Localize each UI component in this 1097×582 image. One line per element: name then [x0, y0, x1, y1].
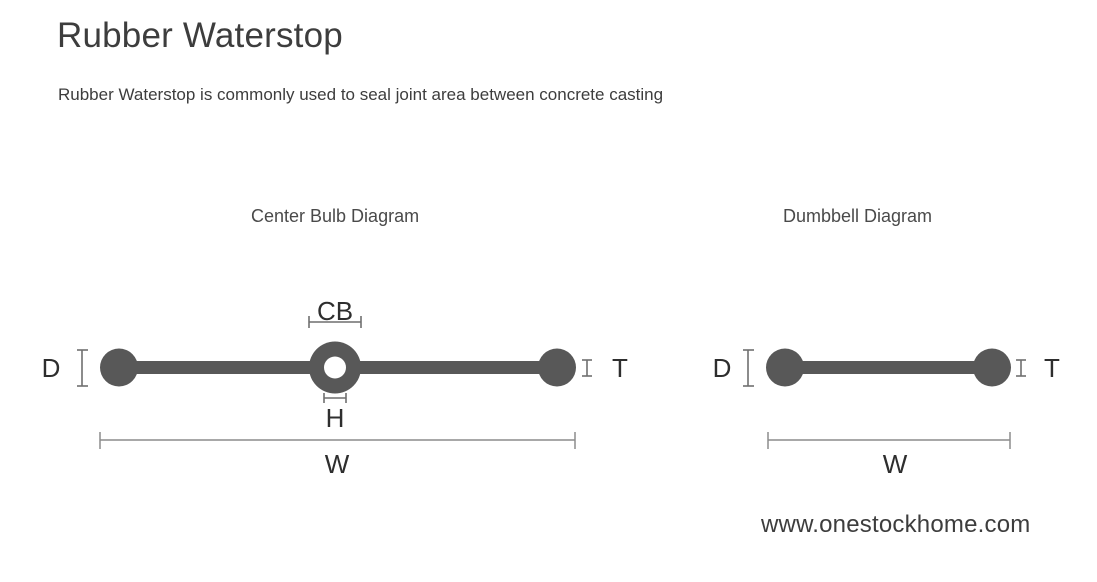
dimension-cb-label: CB [317, 296, 353, 326]
center-bulb-diagram-caption: Center Bulb Diagram [251, 206, 420, 226]
dimension-t-dumbbell: T [1016, 353, 1060, 383]
center-bulb-diagram: CB H D T W [42, 296, 628, 479]
center-bulb-ring-hole [324, 356, 346, 379]
dimension-t-center-bulb: T [582, 353, 628, 383]
dumbbell-web-bar [775, 361, 997, 374]
dumbbell-diagram-caption: Dumbbell Diagram [783, 206, 933, 226]
page-subtitle: Rubber Waterstop is commonly used to sea… [58, 85, 664, 104]
dimension-w-label: W [325, 449, 350, 479]
dimension-d-dumbbell: D [713, 349, 754, 387]
dumbbell-right-end-bulb [973, 348, 1011, 387]
dimension-t-label: T [612, 353, 628, 383]
dimension-d-label: D [42, 353, 61, 383]
dimension-d-center-bulb: D [42, 349, 88, 387]
dimension-w-dumbbell: W [767, 432, 1011, 479]
dimension-t-label: T [1044, 353, 1060, 383]
page-title: Rubber Waterstop [57, 16, 343, 55]
dumbbell-left-end-bulb [766, 348, 804, 387]
center-bulb-left-end-bulb [100, 348, 138, 387]
dimension-d-label: D [713, 353, 732, 383]
dimension-h-label: H [326, 403, 345, 433]
dimension-w-label: W [883, 449, 908, 479]
center-bulb-right-end-bulb [538, 348, 576, 387]
dumbbell-diagram: D T W [713, 348, 1060, 479]
footer-url: www.onestockhome.com [761, 511, 1031, 538]
dimension-h: H [323, 393, 347, 433]
dimension-w-center-bulb: W [99, 432, 576, 479]
dimension-cb: CB [308, 296, 362, 328]
